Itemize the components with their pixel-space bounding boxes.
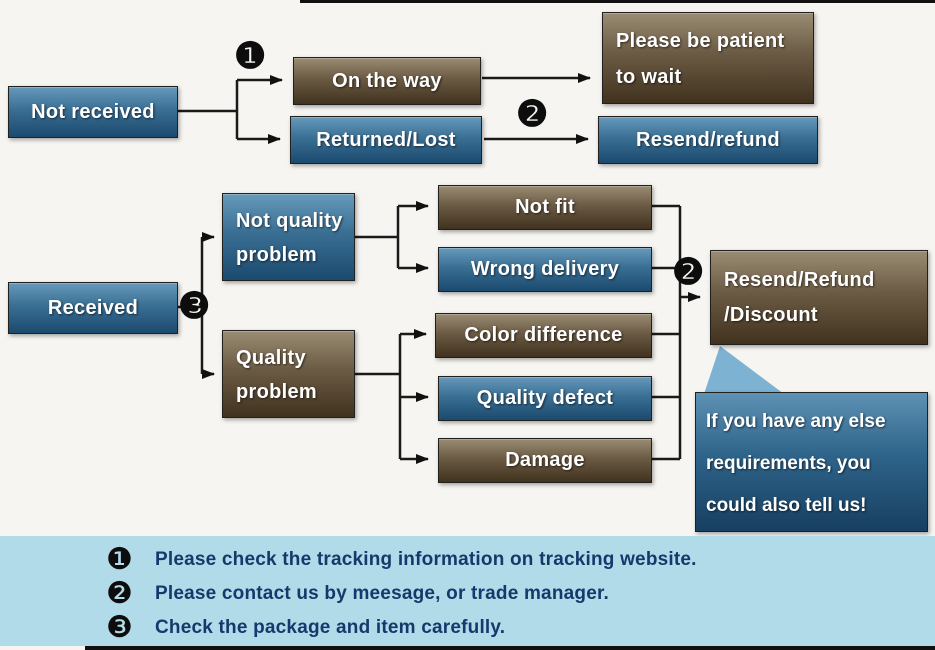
returned-lost-box: Returned/Lost — [290, 116, 482, 164]
step2-marker-top-icon: ❷ — [516, 93, 549, 134]
not-quality-line2: problem — [236, 244, 317, 266]
step2-marker-middle-icon: ❷ — [672, 251, 705, 292]
not-received-box: Not received — [8, 86, 178, 138]
step1-marker-icon: ❶ — [234, 35, 267, 76]
on-the-way-box: On the way — [293, 57, 481, 105]
color-difference-box: Color difference — [435, 313, 652, 358]
legend-step3-text: Check the package and item carefully. — [155, 617, 506, 638]
quality-problem-box: Quality problem — [222, 330, 355, 418]
quality-problem-line1: Quality — [236, 347, 306, 369]
legend-step2-icon: ❷ — [106, 577, 133, 610]
legend-step1-icon: ❶ — [106, 543, 133, 576]
legend-panel: ❶ Please check the tracking information … — [0, 536, 935, 646]
not-quality-line1: Not quality — [236, 210, 343, 232]
bubble-line3: could also tell us! — [706, 495, 867, 516]
legend-step1-text: Please check the tracking information on… — [155, 549, 697, 570]
quality-defect-box: Quality defect — [438, 376, 652, 421]
bubble-line2: requirements, you — [706, 453, 871, 474]
resend-discount-line2: /Discount — [724, 304, 818, 326]
step3-marker-icon: ❸ — [178, 285, 211, 326]
bottom-border — [85, 646, 935, 650]
resend-refund-box: Resend/refund — [598, 116, 818, 164]
top-border — [300, 0, 935, 3]
not-fit-box: Not fit — [438, 185, 652, 230]
quality-problem-line2: problem — [236, 381, 317, 403]
resend-refund-discount-box: Resend/Refund /Discount — [710, 250, 928, 345]
legend-step2-text: Please contact us by meesage, or trade m… — [155, 583, 609, 604]
be-patient-line1: Please be patient — [616, 30, 785, 52]
received-box: Received — [8, 282, 178, 334]
wrong-delivery-box: Wrong delivery — [438, 247, 652, 292]
resend-discount-line1: Resend/Refund — [724, 269, 875, 291]
not-quality-problem-box: Not quality problem — [222, 193, 355, 281]
be-patient-line2: to wait — [616, 66, 682, 88]
damage-box: Damage — [438, 438, 652, 483]
extra-requirements-bubble: If you have any else requirements, you c… — [695, 392, 928, 532]
be-patient-box: Please be patient to wait — [602, 12, 814, 104]
bubble-line1: If you have any else — [706, 411, 886, 432]
legend-step3-icon: ❸ — [106, 611, 133, 644]
